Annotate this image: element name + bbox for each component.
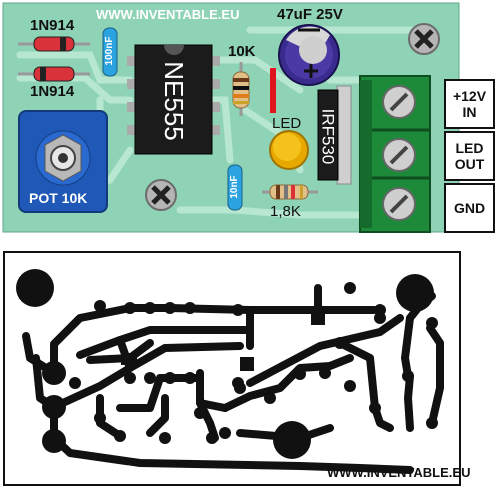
trace-board-outline [3, 251, 461, 486]
ic-label: NE555 [159, 61, 189, 141]
mosfet-label: IRF530 [318, 108, 338, 165]
screw-top-right [408, 23, 440, 55]
cap-100nf [102, 27, 118, 77]
terminal-led-out-label: LED OUT [444, 131, 495, 181]
copper-traces [22, 284, 444, 474]
plus12-line2: IN [462, 104, 477, 120]
cap-10nf-label: 10nF [229, 175, 240, 199]
terminal-gnd-label: GND [444, 183, 495, 233]
gnd-text: GND [453, 200, 486, 216]
led [269, 130, 309, 170]
resistor-10k-label: 10K [228, 43, 256, 60]
copper-trace-layout [3, 251, 461, 486]
website-watermark-bottom: WWW.INVENTABLE.EU [327, 465, 471, 480]
diode-2-label: 1N914 [30, 83, 75, 100]
screw-bottom-left [145, 179, 177, 211]
component-layout [2, 2, 460, 233]
ledout-line2: OUT [454, 156, 485, 172]
cap-100nf-label: 100nF [104, 36, 115, 66]
terminal-plus12-in-label: +12V IN [444, 79, 495, 129]
red-jumper [270, 68, 276, 113]
led-label: LED [272, 115, 302, 132]
diode-1 [18, 36, 90, 52]
ledout-line1: LED [455, 140, 484, 156]
copper-pads [16, 269, 438, 459]
ic-ne555 [127, 44, 220, 155]
plus12-line1: +12V [452, 88, 487, 104]
resistor-1k8 [262, 184, 318, 200]
terminal-block [359, 75, 431, 233]
mosfet-irf530 [317, 85, 352, 185]
resistor-1k8-label: 1,8K [270, 203, 301, 220]
website-watermark-top: WWW.INVENTABLE.EU [96, 7, 240, 22]
cap-10nf [227, 164, 243, 211]
diode-2 [18, 66, 90, 82]
potentiometer [18, 110, 108, 213]
electrolytic-label: 47uF 25V [277, 6, 343, 23]
cap-47uf [278, 24, 340, 86]
diode-1-label: 1N914 [30, 17, 75, 34]
pot-label: POT 10K [29, 190, 88, 206]
resistor-10k [232, 62, 250, 116]
